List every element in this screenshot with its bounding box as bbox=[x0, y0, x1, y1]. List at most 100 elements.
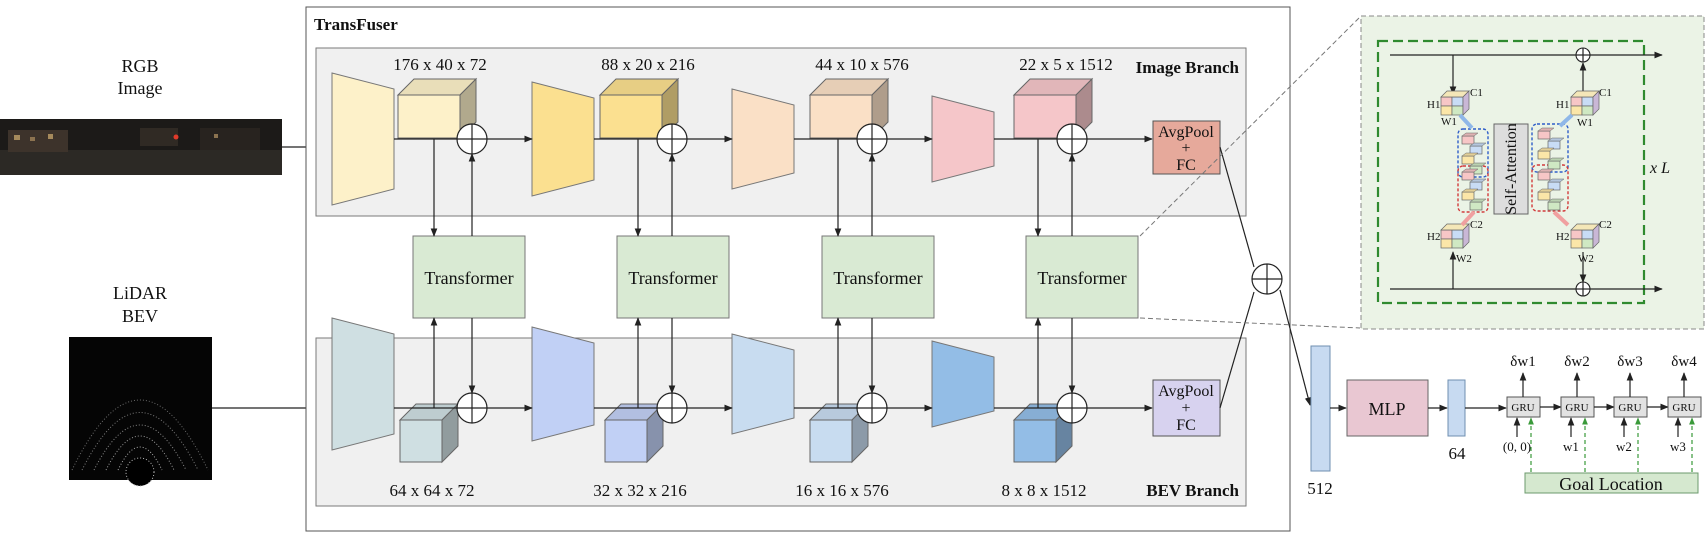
mlp-box bbox=[1346, 379, 1429, 437]
image-token-link-in bbox=[1458, 113, 1474, 130]
image-sum-node-3 bbox=[856, 123, 888, 155]
bev-stage-4 bbox=[931, 340, 995, 428]
feature-bar-64 bbox=[1447, 379, 1466, 437]
attn-h2-in: H2 bbox=[1427, 231, 1440, 243]
lidar-token-link-in bbox=[1460, 210, 1476, 227]
lidar-label-line2: BEV bbox=[122, 306, 158, 326]
gru-output-2: δw2 bbox=[1564, 354, 1589, 370]
image-feature-grid-in bbox=[1440, 90, 1470, 116]
attn-h1-in: H1 bbox=[1427, 99, 1440, 111]
attn-w1-in: W1 bbox=[1441, 116, 1457, 128]
bev-dims-1: 64 x 64 x 72 bbox=[390, 481, 475, 500]
bev-pool-line2: + bbox=[1181, 400, 1190, 417]
image-branch-label: Image Branch bbox=[1136, 58, 1240, 77]
gru-label-1: GRU bbox=[1511, 402, 1534, 414]
image-stage-2 bbox=[531, 81, 595, 197]
image-feature-cube-2 bbox=[598, 77, 680, 140]
zoom-line-bottom bbox=[1139, 317, 1361, 329]
transformer-label-4: Transformer bbox=[1037, 268, 1126, 288]
gru-label-2: GRU bbox=[1565, 402, 1588, 414]
lidar-feature-grid-in bbox=[1440, 223, 1470, 249]
attn-h2-out: H2 bbox=[1556, 231, 1569, 243]
transfuser-title: TransFuser bbox=[314, 15, 398, 34]
attn-h1-out: H1 bbox=[1556, 99, 1569, 111]
lidar-tokens-out bbox=[1537, 168, 1565, 211]
attn-c1-out: C1 bbox=[1599, 87, 1612, 99]
gru-output-4: δw4 bbox=[1671, 354, 1697, 370]
image-feature-cube-1 bbox=[396, 77, 478, 140]
feature-64-label: 64 bbox=[1449, 444, 1467, 463]
bev-feature-cube-1 bbox=[398, 402, 460, 464]
lidar-token-link-out bbox=[1552, 210, 1570, 227]
image-pool-line3: FC bbox=[1176, 157, 1196, 174]
image-stage-4 bbox=[931, 95, 995, 183]
bev-sum-node-3 bbox=[856, 392, 888, 424]
image-pool-line2: + bbox=[1181, 140, 1190, 157]
attn-c1-in: C1 bbox=[1470, 87, 1483, 99]
image-sum-node-4 bbox=[1056, 123, 1088, 155]
self-attention-label: Self-Attention bbox=[1503, 123, 1520, 215]
attention-sum-top bbox=[1575, 47, 1591, 63]
attn-w2-in: W2 bbox=[1456, 253, 1472, 265]
bev-stage-1 bbox=[331, 317, 395, 451]
image-tokens-out bbox=[1537, 127, 1565, 170]
image-dims-2: 88 x 20 x 216 bbox=[601, 55, 695, 74]
bev-sum-node-2 bbox=[656, 392, 688, 424]
attn-c2-out: C2 bbox=[1599, 219, 1612, 231]
image-tokens-in-group bbox=[1457, 128, 1489, 178]
transformer-label-3: Transformer bbox=[833, 268, 922, 288]
attention-sum-bottom bbox=[1575, 281, 1591, 297]
image-sum-node-2 bbox=[656, 123, 688, 155]
transformer-label-2: Transformer bbox=[628, 268, 717, 288]
bev-sum-node-4 bbox=[1056, 392, 1088, 424]
gru-input-4: w3 bbox=[1670, 439, 1686, 454]
bev-sum-node-1 bbox=[456, 392, 488, 424]
bev-stage-2 bbox=[531, 326, 595, 442]
repeat-block-border bbox=[1376, 39, 1646, 305]
rgb-label-line1: RGB bbox=[121, 56, 158, 76]
gru-input-1: (0, 0) bbox=[1503, 439, 1531, 454]
lidar-feature-grid-out bbox=[1570, 223, 1600, 249]
image-stage-1 bbox=[331, 72, 395, 206]
self-attention-box bbox=[1493, 123, 1529, 215]
image-feature-grid-out bbox=[1570, 90, 1600, 116]
transformer-block-4 bbox=[1025, 235, 1139, 319]
gru-label-3: GRU bbox=[1618, 402, 1641, 414]
repeat-count-label: x L bbox=[1649, 160, 1670, 177]
bev-dims-2: 32 x 32 x 216 bbox=[593, 481, 687, 500]
zoom-line-top bbox=[1139, 16, 1361, 237]
fusion-sum-node bbox=[1251, 263, 1283, 295]
gru-output-3: δw3 bbox=[1617, 354, 1642, 370]
transformer-block-2 bbox=[616, 235, 730, 319]
bev-dims-4: 8 x 8 x 1512 bbox=[1002, 481, 1087, 500]
rgb-label-line2: Image bbox=[118, 78, 163, 98]
gru-input-2: w1 bbox=[1563, 439, 1579, 454]
mlp-label: MLP bbox=[1368, 399, 1405, 419]
gru-output-1: δw1 bbox=[1510, 354, 1535, 370]
image-pool-line1: AvgPool bbox=[1158, 124, 1214, 141]
transformer-block-3 bbox=[821, 235, 935, 319]
attention-detail-panel bbox=[1360, 15, 1705, 330]
image-token-link-out bbox=[1558, 113, 1574, 128]
bev-branch-label: BEV Branch bbox=[1146, 481, 1239, 500]
rgb-image bbox=[0, 119, 282, 175]
bev-pool-line3: FC bbox=[1176, 417, 1196, 434]
goal-location-label: Goal Location bbox=[1559, 474, 1662, 494]
bev-stage-3 bbox=[731, 333, 795, 435]
transformer-block-1 bbox=[412, 235, 526, 319]
attn-c2-in: C2 bbox=[1470, 219, 1483, 231]
lidar-tokens-in bbox=[1461, 168, 1487, 211]
bev-feature-cube-2 bbox=[603, 402, 665, 464]
lidar-bev-image bbox=[69, 337, 212, 487]
bev-pool-line1: AvgPool bbox=[1158, 383, 1214, 400]
image-stage-3 bbox=[731, 88, 795, 190]
image-dims-4: 22 x 5 x 1512 bbox=[1019, 55, 1113, 74]
goal-location-box bbox=[1524, 472, 1699, 494]
lidar-label-line1: LiDAR bbox=[113, 283, 167, 303]
attn-w2-out: W2 bbox=[1578, 253, 1594, 265]
bev-dims-3: 16 x 16 x 576 bbox=[795, 481, 889, 500]
gru-input-3: w2 bbox=[1616, 439, 1632, 454]
feature-bar-512 bbox=[1310, 345, 1331, 472]
